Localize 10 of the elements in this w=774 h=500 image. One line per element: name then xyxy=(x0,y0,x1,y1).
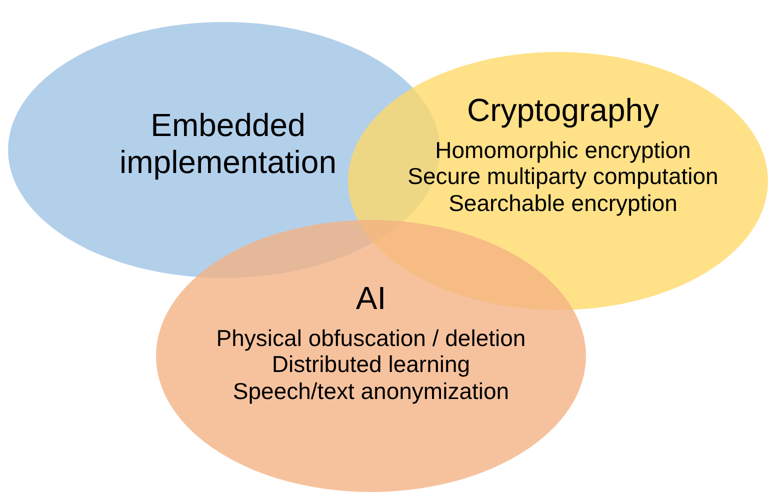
set-item: Secure multiparty computation xyxy=(408,163,718,190)
set-item: Physical obfuscation / deletion xyxy=(216,324,526,351)
set-item: Searchable encryption xyxy=(448,190,678,216)
set-item: Speech/text anonymization xyxy=(232,378,510,404)
set-item: Distributed learning xyxy=(272,351,470,378)
set-title: Cryptography xyxy=(466,92,660,128)
set-title: AI xyxy=(356,280,386,316)
venn-ellipse xyxy=(156,220,586,492)
set-item: Homomorphic encryption xyxy=(435,136,691,163)
set-title: Embedded implementation xyxy=(120,107,336,180)
